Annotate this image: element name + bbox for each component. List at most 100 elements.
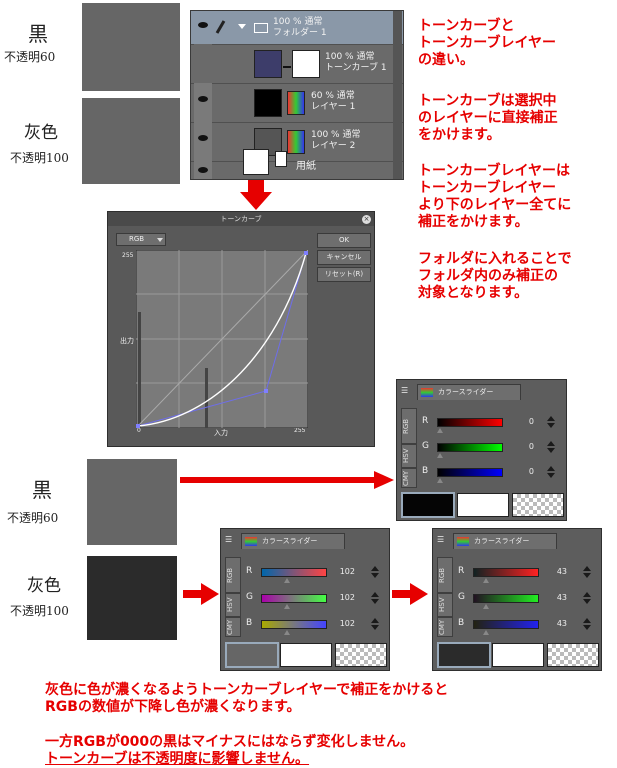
- chevron-down-icon[interactable]: [238, 24, 246, 29]
- slider-handle[interactable]: [483, 604, 489, 609]
- value-g[interactable]: 0: [528, 442, 534, 451]
- value-r[interactable]: 102: [339, 567, 355, 576]
- gray-swatch-bottom: [87, 556, 177, 640]
- visibility-toggle[interactable]: [194, 83, 212, 122]
- slider-r[interactable]: [437, 418, 503, 427]
- slider-g[interactable]: [473, 594, 539, 603]
- transparent-swatch[interactable]: [335, 643, 387, 667]
- link-icon: [283, 66, 291, 68]
- color-icon: [287, 91, 305, 115]
- stepper-g[interactable]: [583, 592, 591, 604]
- panel-menu-icon[interactable]: ☰: [225, 535, 233, 544]
- tone-curve-dialog: トーンカーブ × RGB OK キャンセル リセット(R) 255 出力 0 入…: [107, 211, 375, 447]
- tab-hsv[interactable]: HSV: [437, 593, 453, 617]
- color-icon: [287, 130, 305, 154]
- layer-row-paper[interactable]: 用紙: [191, 149, 403, 179]
- reset-button[interactable]: リセット(R): [317, 267, 371, 282]
- channel-label-g: G: [422, 441, 429, 451]
- cancel-button[interactable]: キャンセル: [317, 250, 371, 265]
- slider-g[interactable]: [261, 594, 327, 603]
- value-b[interactable]: 43: [556, 619, 567, 628]
- rgb-icon: [245, 537, 257, 546]
- color-slider-tab[interactable]: カラースライダー: [453, 533, 557, 549]
- slider-b[interactable]: [437, 468, 503, 477]
- layer-blend: 100 % 通常: [311, 130, 361, 140]
- tone-curve-thumbnail: [254, 50, 282, 78]
- sub-color-swatch[interactable]: [492, 643, 544, 667]
- channel-label-b: B: [422, 466, 429, 476]
- folder-icon: [254, 23, 268, 33]
- pen-icon: [215, 20, 226, 34]
- stepper-b[interactable]: [371, 618, 379, 630]
- main-color-swatch[interactable]: [437, 642, 491, 668]
- layer-row-folder[interactable]: 100 % 通常 フォルダー 1: [191, 11, 403, 45]
- layer-name: レイヤー 1: [311, 102, 356, 112]
- note-bottom-1: 灰色に色が濃くなるようトーンカーブレイヤーで補正をかけると: [45, 682, 449, 698]
- stepper-g[interactable]: [547, 441, 555, 453]
- slider-handle[interactable]: [483, 630, 489, 635]
- slider-b[interactable]: [261, 620, 327, 629]
- tab-hsv[interactable]: HSV: [225, 593, 241, 617]
- eye-icon: [198, 135, 208, 141]
- tab-rgb[interactable]: RGB: [437, 557, 453, 593]
- value-b[interactable]: 102: [339, 619, 355, 628]
- channel-label-r: R: [422, 416, 429, 426]
- stepper-g[interactable]: [371, 592, 379, 604]
- channel-select[interactable]: RGB: [116, 233, 166, 246]
- visibility-toggle[interactable]: [194, 44, 212, 83]
- slider-handle[interactable]: [284, 578, 290, 583]
- main-color-swatch[interactable]: [225, 642, 279, 668]
- visibility-toggle[interactable]: [194, 11, 212, 44]
- ok-button[interactable]: OK: [317, 233, 371, 248]
- stepper-b[interactable]: [547, 466, 555, 478]
- slider-handle[interactable]: [284, 630, 290, 635]
- color-slider-tab[interactable]: カラースライダー: [241, 533, 345, 549]
- layer-row-tone-curve[interactable]: 100 % 通常 トーンカーブ 1: [191, 44, 403, 84]
- slider-handle[interactable]: [437, 453, 443, 458]
- slider-handle[interactable]: [437, 478, 443, 483]
- slider-r[interactable]: [473, 568, 539, 577]
- rgb-icon: [421, 388, 433, 397]
- tab-rgb[interactable]: RGB: [225, 557, 241, 593]
- note-bottom-2: RGBの数値が下降し色が濃くなります。: [45, 699, 301, 715]
- tab-cmy[interactable]: CMY: [225, 617, 241, 637]
- curve-graph[interactable]: [136, 250, 308, 428]
- slider-handle[interactable]: [284, 604, 290, 609]
- stepper-r[interactable]: [547, 416, 555, 428]
- panel-menu-icon[interactable]: ☰: [401, 386, 409, 395]
- tab-rgb[interactable]: RGB: [401, 408, 417, 444]
- slider-g[interactable]: [437, 443, 503, 452]
- value-r[interactable]: 43: [556, 567, 567, 576]
- gray-opacity-top: 不透明100: [10, 151, 69, 165]
- value-g[interactable]: 102: [339, 593, 355, 602]
- layer-row-layer1[interactable]: 60 % 通常 レイヤー 1: [191, 83, 403, 123]
- panel-menu-icon[interactable]: ☰: [437, 535, 445, 544]
- layer-row-layer2[interactable]: 100 % 通常 レイヤー 2: [191, 122, 403, 162]
- sub-color-swatch[interactable]: [457, 493, 509, 517]
- stepper-b[interactable]: [583, 618, 591, 630]
- black-opacity-top: 不透明60: [4, 50, 56, 64]
- tab-cmy[interactable]: CMY: [401, 468, 417, 488]
- value-b[interactable]: 0: [528, 467, 534, 476]
- sub-color-swatch[interactable]: [280, 643, 332, 667]
- transparent-swatch[interactable]: [512, 493, 564, 517]
- value-r[interactable]: 0: [528, 417, 534, 426]
- right-arrow-icon: [180, 471, 394, 489]
- slider-b[interactable]: [473, 620, 539, 629]
- visibility-toggle[interactable]: [194, 161, 212, 179]
- stepper-r[interactable]: [371, 566, 379, 578]
- tab-cmy[interactable]: CMY: [437, 617, 453, 637]
- slider-handle[interactable]: [483, 578, 489, 583]
- scrollbar[interactable]: [393, 11, 402, 179]
- slider-r[interactable]: [261, 568, 327, 577]
- stepper-r[interactable]: [583, 566, 591, 578]
- tab-hsv[interactable]: HSV: [401, 444, 417, 468]
- main-color-swatch[interactable]: [401, 492, 455, 518]
- channel-label-b: B: [458, 618, 465, 628]
- visibility-toggle[interactable]: [194, 122, 212, 161]
- transparent-swatch[interactable]: [547, 643, 599, 667]
- close-icon[interactable]: ×: [362, 215, 371, 224]
- value-g[interactable]: 43: [556, 593, 567, 602]
- slider-handle[interactable]: [437, 428, 443, 433]
- color-slider-tab[interactable]: カラースライダー: [417, 384, 521, 400]
